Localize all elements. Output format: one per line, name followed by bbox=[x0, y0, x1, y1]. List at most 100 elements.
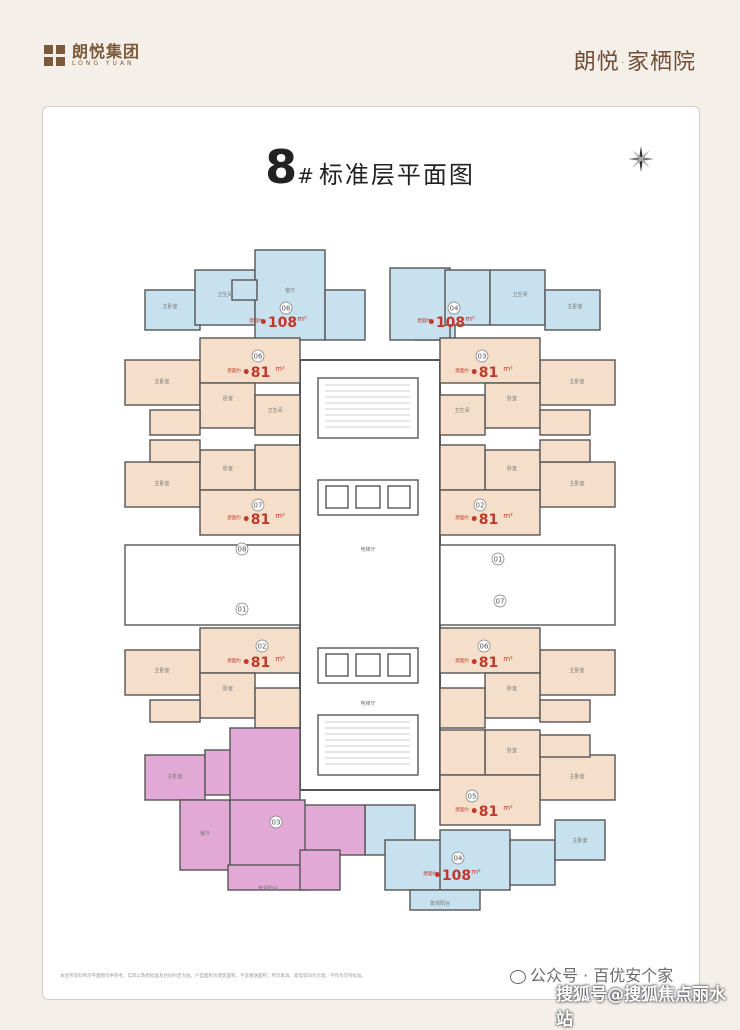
unit-area-u-right-06-prefix: 建面约 bbox=[455, 657, 469, 664]
room-label-24: 景观阳台 bbox=[430, 900, 450, 907]
room-label-10: 主卧室 bbox=[569, 378, 584, 385]
room-u-bottom-04-3 bbox=[509, 839, 556, 886]
unit-area-u-top-left-06-prefix: 建面约 bbox=[249, 317, 263, 324]
room-label-20: 卧室 bbox=[507, 747, 517, 754]
unit-no-u-left-07: 07 bbox=[254, 502, 263, 510]
unit-area-u-right-03-unit: m² bbox=[503, 365, 513, 373]
lift-3 bbox=[387, 485, 411, 509]
room-u-right-03-3 bbox=[439, 394, 486, 436]
room-label-7: 卫生间 bbox=[267, 407, 282, 414]
corridor-label-right-top: 01 bbox=[494, 556, 503, 564]
room-u-left-07-1 bbox=[199, 449, 256, 491]
lift-2 bbox=[355, 485, 381, 509]
unit-area-u-right-02-prefix: 建面约 bbox=[455, 514, 469, 521]
room-u-top-right-04-2 bbox=[444, 269, 491, 326]
corridor-label-right-bottom-circle bbox=[493, 594, 507, 608]
room-u-right-05-1 bbox=[484, 729, 541, 776]
room-u-left-02-2 bbox=[199, 672, 256, 719]
room-u-left-07-4 bbox=[149, 439, 201, 463]
unit-area-u-top-right-04-prefix: 建面约 bbox=[417, 317, 431, 324]
brand-mark-icon bbox=[44, 44, 66, 67]
room-u-left-06-2 bbox=[199, 382, 256, 429]
room-u-left-06-1 bbox=[199, 337, 301, 384]
unit-no-u-top-left-06: 06 bbox=[282, 305, 291, 313]
unit-area-u-top-right-04-unit: m² bbox=[465, 315, 475, 323]
unit-no-u-bottom-left-03-circle bbox=[269, 815, 283, 829]
corridor-label-left-top-circle bbox=[235, 542, 249, 556]
room-u-right-05-4 bbox=[539, 734, 591, 758]
title-text: 标准层平面图 bbox=[318, 161, 475, 189]
room-label-19: 主卧室 bbox=[569, 773, 584, 780]
corridor-left bbox=[124, 544, 301, 626]
room-u-top-right-04-1 bbox=[389, 267, 451, 341]
unit-area-u-right-02-value: •81 bbox=[470, 512, 498, 528]
room-u-right-06-4 bbox=[539, 699, 591, 723]
building-number: 8 bbox=[265, 140, 298, 194]
elevator-label-bottom: 电梯厅 bbox=[360, 700, 375, 707]
unit-no-u-top-right-04: 04 bbox=[450, 305, 459, 313]
stair-top bbox=[317, 377, 419, 439]
room-u-right-02-1 bbox=[484, 449, 541, 491]
room-u-right-02-2 bbox=[439, 444, 486, 491]
corridor-label-right-bottom: 07 bbox=[496, 598, 505, 606]
room-u-top-left-06-1 bbox=[194, 269, 256, 326]
unit-area-u-bottom-04-unit: m² bbox=[471, 868, 481, 876]
unit-no-u-right-03-circle bbox=[475, 349, 489, 363]
compass-icon bbox=[628, 146, 654, 172]
room-label-9: 卧室 bbox=[223, 465, 233, 472]
room-u-top-left-06-2 bbox=[254, 249, 326, 341]
unit-no-u-left-02: 02 bbox=[258, 643, 267, 651]
room-u-right-03-2 bbox=[484, 382, 541, 429]
header: 朗悦集团 LONG YUAN 朗悦·家栖院 bbox=[0, 0, 740, 100]
unit-area-u-right-03-value: •81 bbox=[470, 365, 498, 381]
room-u-top-left-06-3 bbox=[324, 289, 366, 341]
lift-5 bbox=[355, 653, 381, 677]
unit-no-u-right-06-circle bbox=[477, 639, 491, 653]
room-u-left-02-1 bbox=[199, 627, 301, 674]
project-logo-b: 家栖院 bbox=[626, 50, 696, 75]
unit-no-u-bottom-04-circle bbox=[451, 851, 465, 865]
room-label-2: 客厅 bbox=[285, 287, 295, 294]
unit-no-u-right-03: 03 bbox=[478, 353, 487, 361]
unit-no-u-right-05-circle bbox=[465, 789, 479, 803]
room-u-bottom-left-03-5 bbox=[229, 799, 306, 871]
room-u-left-06-3 bbox=[254, 394, 301, 436]
unit-no-u-right-05: 05 bbox=[468, 793, 477, 801]
project-logo-sep: · bbox=[621, 59, 625, 67]
room-label-14: 卧室 bbox=[507, 465, 517, 472]
disclaimer-text: 本宣传资料所示平面图仅供参考，实际以政府批准及合同约定为准，户型面积为建筑面积，… bbox=[60, 974, 366, 979]
unit-no-u-top-right-04-circle bbox=[447, 301, 461, 315]
room-u-bottom-left-03-4 bbox=[299, 804, 366, 856]
room-label-25: 主卧室 bbox=[572, 837, 587, 844]
room-label-8: 主卧室 bbox=[154, 480, 169, 487]
elevator-label-top: 电梯厅 bbox=[360, 546, 375, 553]
room-label-23: 景观阳台 bbox=[258, 885, 278, 892]
room-u-left-06-4 bbox=[149, 409, 201, 436]
unit-area-u-left-06-value: •81 bbox=[242, 365, 270, 381]
room-label-6: 卧室 bbox=[223, 395, 233, 402]
room-label-12: 卫生间 bbox=[454, 407, 469, 414]
room-u-top-left-06-0 bbox=[144, 289, 201, 331]
room-u-right-05-2 bbox=[439, 729, 486, 776]
lift-4 bbox=[325, 653, 349, 677]
room-label-0: 主卧室 bbox=[162, 303, 177, 310]
building-hash: # bbox=[297, 164, 314, 188]
room-u-left-07-3 bbox=[199, 489, 301, 536]
room-u-left-02-0 bbox=[124, 649, 201, 696]
unit-area-u-right-06-value: •81 bbox=[470, 655, 498, 671]
room-label-1: 卫生间 bbox=[217, 291, 232, 298]
unit-area-u-bottom-04-prefix: 建面约 bbox=[423, 870, 437, 877]
corridor-label-left-bottom-circle bbox=[235, 602, 249, 616]
room-u-left-07-0 bbox=[124, 461, 201, 508]
watermark-line1: 公众号 · 百优安个家 bbox=[530, 966, 674, 985]
unit-area-u-left-06-prefix: 建面约 bbox=[227, 367, 241, 374]
brand-name-en: LONG YUAN bbox=[72, 60, 135, 67]
room-u-bottom-left-03-1 bbox=[179, 799, 231, 871]
room-u-top-right-04-4 bbox=[544, 289, 601, 331]
room-u-left-02-3 bbox=[254, 687, 301, 729]
room-u-bottom-left-03-3 bbox=[229, 727, 301, 804]
unit-no-u-right-06: 06 bbox=[480, 643, 489, 651]
room-u-bottom-left-03-0 bbox=[144, 754, 206, 801]
unit-no-u-right-02: 02 bbox=[476, 502, 485, 510]
unit-no-u-right-02-circle bbox=[473, 498, 487, 512]
